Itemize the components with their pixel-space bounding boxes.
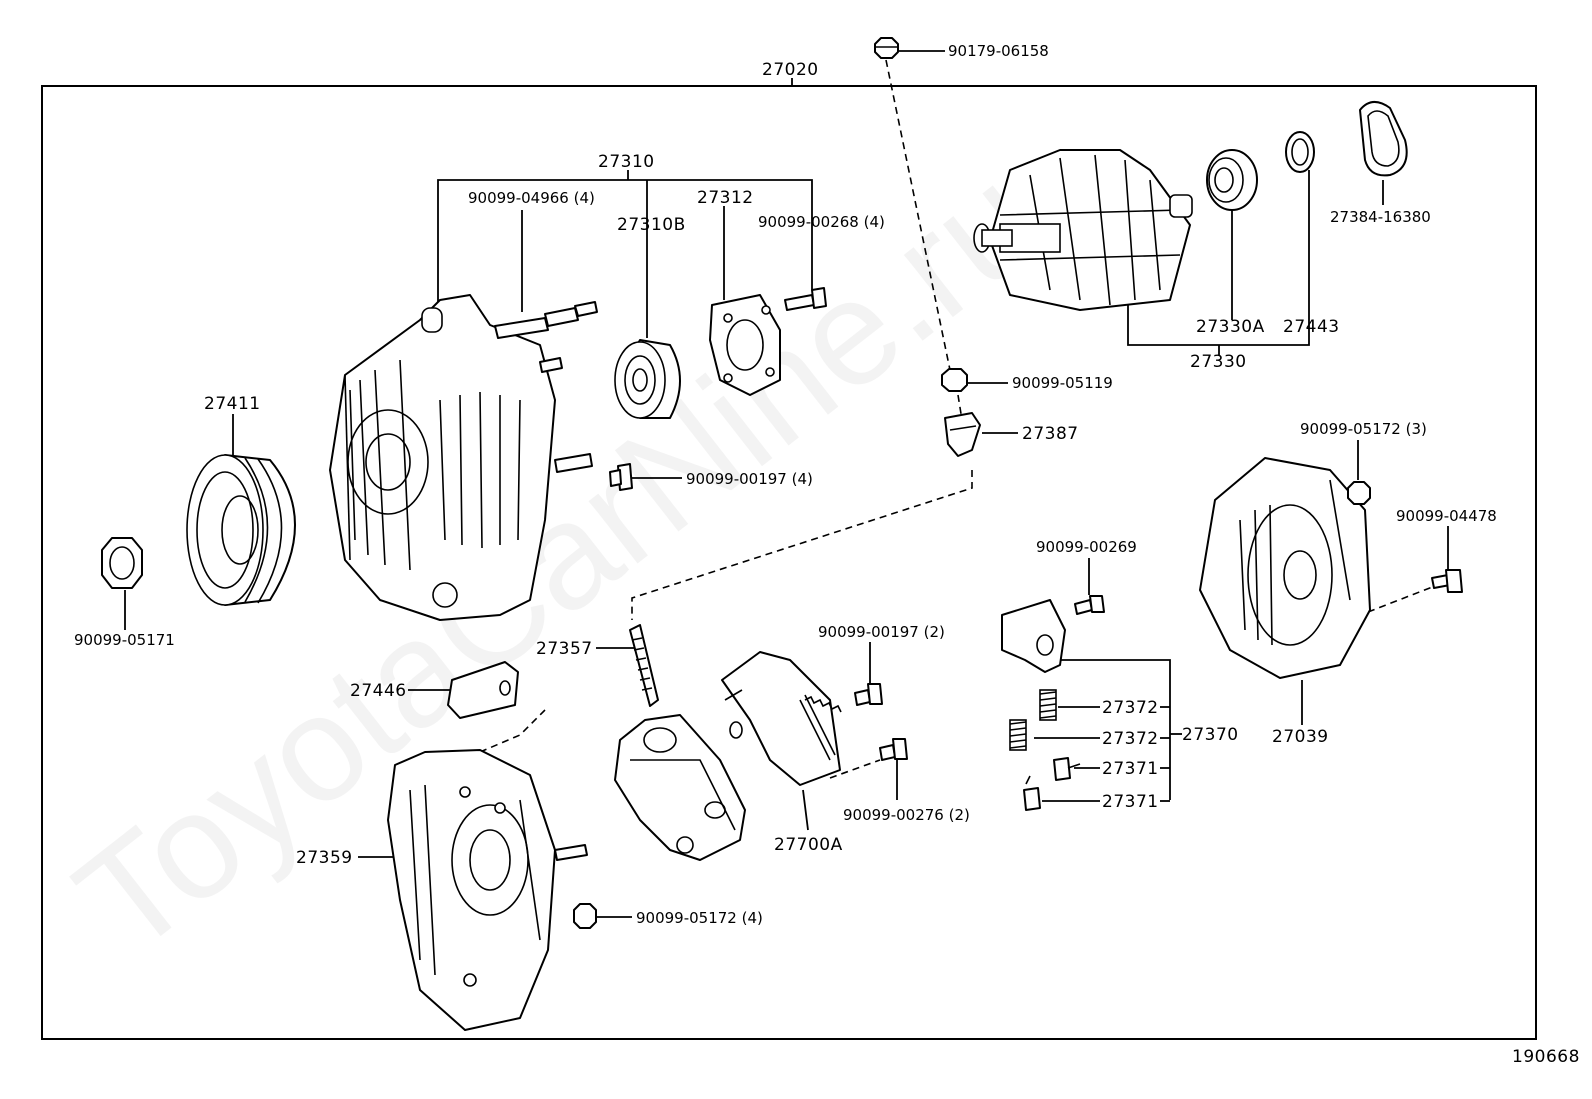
label-90099-05119: 90099-05119 <box>1012 374 1113 392</box>
bearing-27310b <box>614 339 681 419</box>
rotor-27330 <box>973 149 1193 311</box>
label-90099-00268: 90099-00268 (4) <box>758 213 885 231</box>
label-27387: 27387 <box>1022 424 1079 444</box>
nut-90099-05119 <box>941 368 968 392</box>
nut-90099-05172-4 <box>573 903 597 929</box>
label-27371-b: 27371 <box>1102 792 1159 812</box>
label-27370: 27370 <box>1182 725 1239 745</box>
insulator-27387 <box>944 412 981 457</box>
brush-27371-b <box>1023 775 1041 811</box>
screw-90099-00276-2 <box>879 738 908 761</box>
spring-27372-a <box>1039 689 1057 721</box>
screw-90099-00269 <box>1074 595 1105 615</box>
assembly-frame <box>41 85 1537 1040</box>
label-27357: 27357 <box>536 639 593 659</box>
retainer-plate-27312 <box>709 294 781 396</box>
drive-end-frame <box>329 294 556 621</box>
label-90099-00197-4: 90099-00197 (4) <box>686 470 813 488</box>
label-90099-00269: 90099-00269 <box>1036 538 1137 556</box>
label-90179-06158: 90179-06158 <box>948 42 1049 60</box>
label-27359: 27359 <box>296 848 353 868</box>
screw-90099-00268 <box>784 287 827 311</box>
stud-bolt-90099-04966 <box>494 301 598 339</box>
label-27411: 27411 <box>204 394 261 414</box>
figure-id: 190668 <box>1512 1047 1580 1067</box>
label-27039: 27039 <box>1272 727 1329 747</box>
spring-27372-b <box>1009 719 1027 751</box>
screw-90099-00197-2 <box>854 683 883 706</box>
rectifier-27357 <box>614 624 746 861</box>
leader-lines <box>124 50 1449 918</box>
label-27700a: 27700A <box>774 835 843 855</box>
label-90099-04966: 90099-04966 (4) <box>468 189 595 207</box>
washer-27443 <box>1285 131 1315 173</box>
label-27310: 27310 <box>598 152 655 172</box>
insulator-27384-16380 <box>1359 101 1408 177</box>
rectifier-end-frame-27039 <box>1199 457 1371 679</box>
terminal-studs <box>539 357 593 473</box>
brush-27371-a <box>1053 757 1081 781</box>
label-27312: 27312 <box>697 188 754 208</box>
label-27443: 27443 <box>1283 317 1340 337</box>
label-90099-05172-4: 90099-05172 (4) <box>636 909 763 927</box>
label-90099-04478: 90099-04478 <box>1396 507 1497 525</box>
terminal-insulator-27446 <box>447 661 519 719</box>
label-90099-05172-3: 90099-05172 (3) <box>1300 420 1427 438</box>
nut-90099-05171 <box>101 537 143 589</box>
brush-holder-27370 <box>1001 599 1066 673</box>
pulley-27411 <box>186 454 296 606</box>
label-27330a: 27330A <box>1196 317 1265 337</box>
label-90099-00197-2: 90099-00197 (2) <box>818 623 945 641</box>
nut-90099-05172-3 <box>1347 481 1371 505</box>
screw-90099-00197-4 <box>609 463 633 491</box>
part-labels: 27020 90179-06158 27310 90099-04966 (4) … <box>74 42 1580 1067</box>
label-27020: 27020 <box>762 60 819 80</box>
label-27372-a: 27372 <box>1102 698 1159 718</box>
nut-90179-06158 <box>874 37 899 59</box>
label-90099-00276: 90099-00276 (2) <box>843 806 970 824</box>
label-27371-a: 27371 <box>1102 759 1159 779</box>
label-27446: 27446 <box>350 681 407 701</box>
ic-regulator-27700a <box>721 651 842 786</box>
label-27330: 27330 <box>1190 352 1247 372</box>
bearing-27330a <box>1206 149 1258 211</box>
label-27384-16380: 27384-16380 <box>1330 208 1431 226</box>
label-90099-05171: 90099-05171 <box>74 631 175 649</box>
bolt-90099-04478 <box>1431 569 1463 593</box>
label-27310b: 27310B <box>617 215 686 235</box>
label-27372-b: 27372 <box>1102 729 1159 749</box>
rectifier-end-cover-27359 <box>387 749 588 1031</box>
